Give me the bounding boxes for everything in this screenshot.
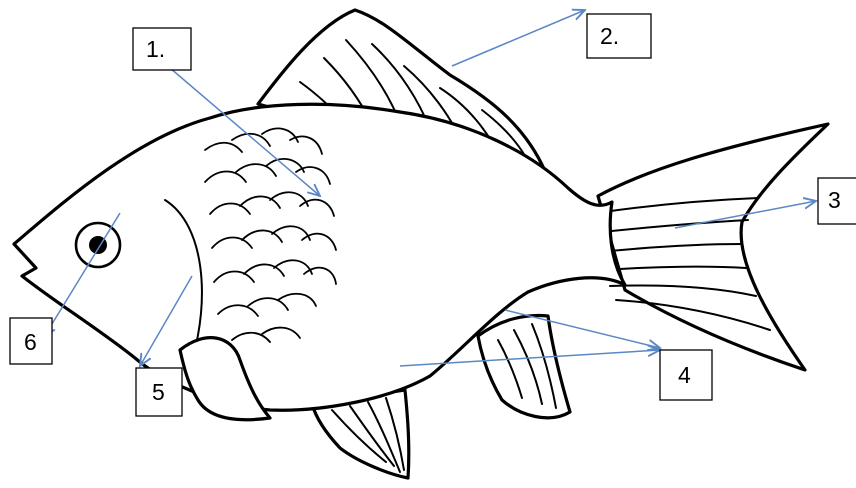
eye-icon	[76, 223, 120, 267]
svg-text:3: 3	[828, 187, 841, 213]
label-4: 4	[660, 350, 712, 400]
label-5: 5	[136, 368, 182, 416]
label-3: 3	[818, 178, 856, 224]
svg-text:5: 5	[152, 379, 165, 405]
svg-text:6: 6	[24, 329, 37, 355]
svg-text:2.: 2.	[600, 23, 619, 49]
arrow-2	[452, 10, 585, 66]
anal-fin	[478, 316, 570, 418]
svg-text:4: 4	[678, 362, 691, 388]
svg-text:1.: 1.	[146, 36, 165, 62]
label-1: 1.	[133, 28, 191, 70]
label-2: 2.	[587, 14, 651, 58]
label-6: 6	[10, 318, 52, 364]
tail-fin	[598, 124, 828, 370]
